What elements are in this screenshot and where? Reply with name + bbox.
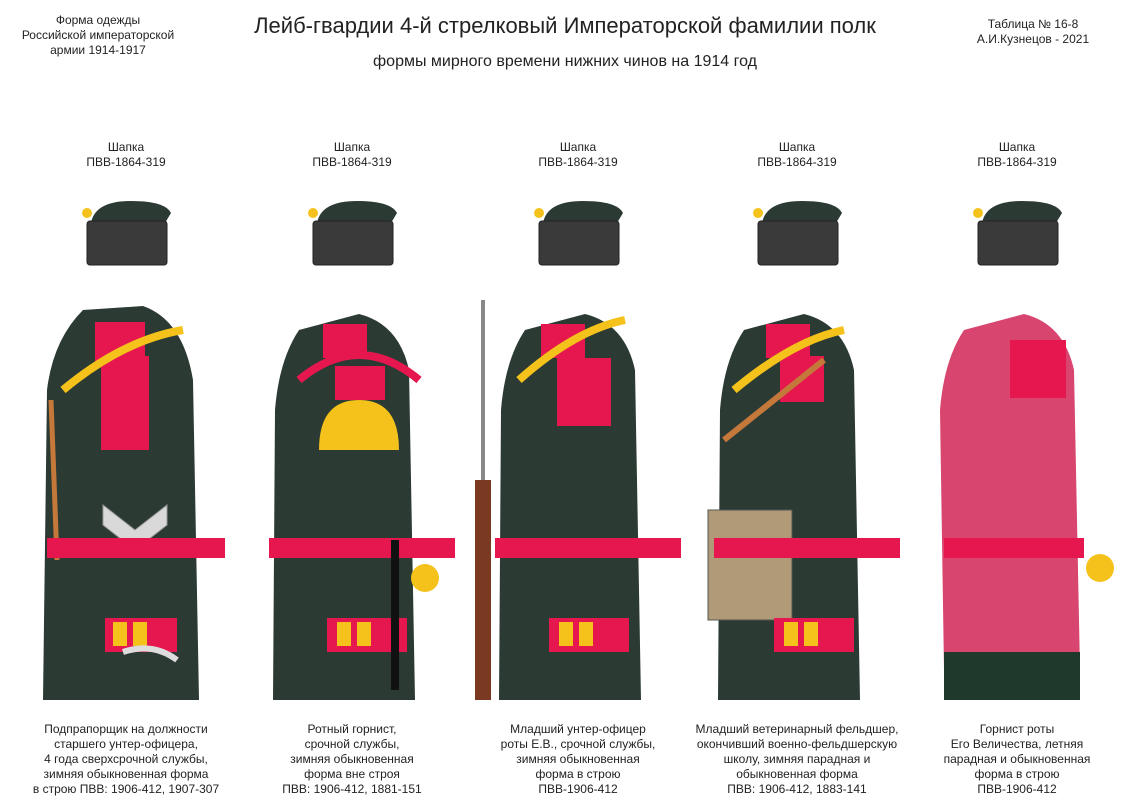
cap-label-name: Шапка bbox=[107, 140, 145, 154]
page-subtitle: формы мирного времени нижних чинов на 19… bbox=[373, 53, 757, 70]
cap-label-name: Шапка bbox=[778, 140, 816, 154]
caption-line: форма вне строя bbox=[304, 767, 400, 781]
caption-line: зимняя обыкновенная bbox=[516, 752, 640, 766]
uniform-figure-5: Шапка ПВВ-1864-319 Горнист роты Его Вели… bbox=[904, 0, 1130, 800]
caption-line: Его Величества, летняя bbox=[950, 737, 1084, 751]
uniform-tunic-illustration bbox=[43, 306, 225, 700]
fur-cap-icon bbox=[753, 201, 842, 266]
uniform-figure-1: Шапка ПВВ-1864-319 Подпрапорщик на должн… bbox=[13, 0, 239, 800]
figure-caption: Ротный горнист, срочной службы, зимняя о… bbox=[239, 722, 465, 797]
table-number-label: Таблица № 16-8 А.И.Кузнецов - 2021 bbox=[958, 17, 1108, 47]
series-line-2: Российской императорской bbox=[21, 28, 175, 42]
caption-line: в строю ПВВ: 1906-412, 1907-307 bbox=[32, 782, 220, 796]
fur-cap-icon bbox=[534, 201, 623, 266]
caption-line: Подпрапорщик на должности bbox=[44, 722, 208, 736]
table-series-label: Форма одежды Российской императорской ар… bbox=[8, 13, 188, 58]
cap-label-code: ПВВ-1864-319 bbox=[977, 155, 1057, 169]
cap-label-name: Шапка bbox=[998, 140, 1036, 154]
cap-label-code: ПВВ-1864-319 bbox=[757, 155, 837, 169]
figure-caption: Горнист роты Его Величества, летняя пара… bbox=[904, 722, 1130, 797]
caption-line: 4 года сверхсрочной службы, bbox=[44, 752, 208, 766]
caption-line: школу, зимняя парадная и bbox=[723, 752, 871, 766]
cap-label: Шапка ПВВ-1864-319 bbox=[684, 140, 910, 170]
figure-caption: Младший унтер-офицер роты Е.В., срочной … bbox=[465, 722, 691, 797]
caption-line: форма в строю bbox=[974, 767, 1060, 781]
cap-label: Шапка ПВВ-1864-319 bbox=[13, 140, 239, 170]
fur-cap-icon bbox=[82, 201, 171, 266]
series-line-1: Форма одежды bbox=[55, 13, 141, 27]
caption-line: роты Е.В., срочной службы, bbox=[500, 737, 656, 751]
fur-cap-icon bbox=[308, 201, 397, 266]
caption-line: Младший унтер-офицер bbox=[510, 722, 646, 736]
page-title: Лейб-гвардии 4-й стрелковый Императорско… bbox=[254, 13, 876, 38]
uniform-figure-4: Шапка ПВВ-1864-319 Младший ветеринарный … bbox=[684, 0, 910, 800]
caption-line: Ротный горнист, bbox=[307, 722, 397, 736]
caption-line: ПВВ: 1906-412, 1883-141 bbox=[727, 782, 867, 796]
caption-line: зимняя обыкновенная форма bbox=[43, 767, 209, 781]
table-number: Таблица № 16-8 bbox=[987, 17, 1079, 31]
fur-cap-icon bbox=[973, 201, 1062, 266]
uniform-tunic-illustration bbox=[940, 314, 1114, 700]
cap-label: Шапка ПВВ-1864-319 bbox=[904, 140, 1130, 170]
uniform-figure-2: Шапка ПВВ-1864-319 Ротный горнист, срочн… bbox=[239, 0, 465, 800]
caption-line: парадная и обыкновенная bbox=[943, 752, 1091, 766]
caption-line: ПВВ-1906-412 bbox=[977, 782, 1057, 796]
figure-caption: Подпрапорщик на должности старшего унтер… bbox=[13, 722, 239, 797]
caption-line: Младший ветеринарный фельдшер, bbox=[695, 722, 899, 736]
uniform-tunic-illustration bbox=[475, 300, 681, 700]
cap-label: Шапка ПВВ-1864-319 bbox=[465, 140, 691, 170]
cap-label-name: Шапка bbox=[559, 140, 597, 154]
author-year: А.И.Кузнецов - 2021 bbox=[976, 32, 1090, 46]
caption-line: обыкновенная форма bbox=[736, 767, 858, 781]
series-line-3: армии 1914-1917 bbox=[50, 43, 146, 57]
cap-label-code: ПВВ-1864-319 bbox=[538, 155, 618, 169]
uniform-tunic-illustration bbox=[269, 314, 455, 700]
cap-label-name: Шапка bbox=[333, 140, 371, 154]
caption-line: форма в строю bbox=[535, 767, 621, 781]
cap-label: Шапка ПВВ-1864-319 bbox=[239, 140, 465, 170]
cap-label-code: ПВВ-1864-319 bbox=[312, 155, 392, 169]
caption-line: срочной службы, bbox=[304, 737, 400, 751]
uniform-tunic-illustration bbox=[707, 314, 900, 700]
caption-line: окончивший военно-фельдшерскую bbox=[696, 737, 898, 751]
caption-line: Горнист роты bbox=[979, 722, 1055, 736]
caption-line: старшего унтер-офицера, bbox=[54, 737, 198, 751]
caption-line: ПВВ-1906-412 bbox=[538, 782, 618, 796]
caption-line: зимняя обыкновенная bbox=[290, 752, 414, 766]
caption-line: ПВВ: 1906-412, 1881-151 bbox=[282, 782, 422, 796]
uniform-figure-3: Шапка ПВВ-1864-319 Младший унтер-офицер … bbox=[465, 0, 691, 800]
cap-label-code: ПВВ-1864-319 bbox=[86, 155, 166, 169]
figure-caption: Младший ветеринарный фельдшер, окончивши… bbox=[684, 722, 910, 797]
